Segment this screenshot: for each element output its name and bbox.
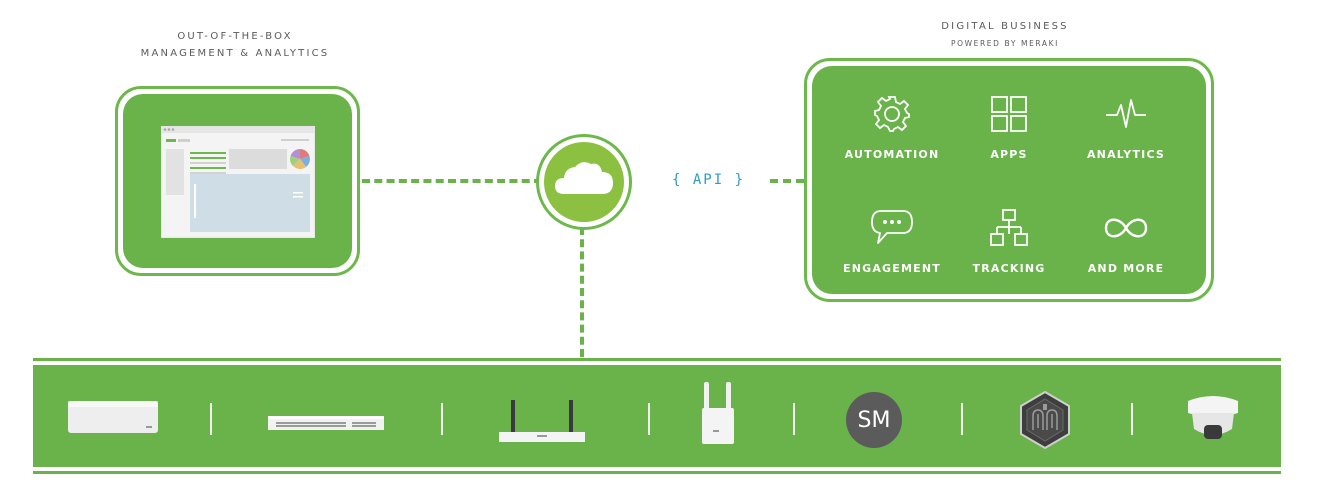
camera-icon — [1188, 396, 1238, 439]
connector-dashboard-cloud — [362, 179, 542, 183]
dashboard-panel — [115, 86, 360, 276]
device-separator — [1131, 403, 1133, 435]
device-separator — [648, 403, 650, 435]
connector-api-right — [770, 179, 804, 183]
dashboard-panel-fill — [123, 94, 352, 268]
org-chart-icon — [990, 209, 1028, 246]
systems-manager-label: SM — [857, 407, 891, 433]
device-separator — [441, 403, 443, 435]
apps-grid-icon — [991, 96, 1027, 132]
access-point-icon — [68, 401, 158, 433]
left-caption-line1: OUT-OF-THE-BOX — [177, 31, 293, 42]
right-caption: DIGITAL BUSINESS POWERED BY MERAKI — [890, 18, 1120, 52]
systems-manager-icon: SM — [846, 392, 902, 448]
device-separator — [793, 403, 795, 435]
device-separator — [961, 403, 963, 435]
meraki-cloud — [536, 134, 632, 230]
feature-analytics: ANALYTICS — [1066, 92, 1186, 161]
sensor-hexagon-icon — [1020, 390, 1070, 450]
feature-label: ANALYTICS — [1086, 148, 1166, 161]
cloud-icon — [555, 162, 613, 194]
connector-cloud-devices — [580, 227, 584, 357]
right-caption-line1: DIGITAL BUSINESS — [941, 21, 1069, 32]
feature-label: TRACKING — [972, 262, 1046, 275]
feature-label: ENGAGEMENT — [843, 262, 941, 275]
gear-icon — [874, 96, 910, 132]
feature-label: AND MORE — [1087, 262, 1165, 275]
feature-label: APPS — [990, 148, 1028, 161]
security-appliance-icon — [499, 400, 585, 442]
cellular-gateway-icon — [702, 382, 734, 444]
feature-apps: APPS — [949, 92, 1069, 161]
digital-business-panel: AUTOMATION APPS ANALYTICS — [804, 58, 1214, 302]
right-caption-line2: POWERED BY MERAKI — [951, 39, 1059, 48]
feature-and-more: AND MORE — [1066, 206, 1186, 275]
chat-bubble-icon — [871, 210, 913, 244]
left-caption: OUT-OF-THE-BOX MANAGEMENT & ANALYTICS — [130, 28, 340, 62]
api-label: { API } — [672, 172, 746, 188]
device-band-top-line — [33, 358, 1281, 361]
device-band — [33, 365, 1281, 467]
cloud-circle — [544, 142, 624, 222]
pulse-icon — [1106, 99, 1146, 128]
digital-business-panel-fill: AUTOMATION APPS ANALYTICS — [812, 66, 1206, 294]
feature-tracking: TRACKING — [949, 206, 1069, 275]
feature-automation: AUTOMATION — [832, 92, 952, 161]
infinity-icon — [1104, 218, 1148, 238]
feature-engagement: ENGAGEMENT — [832, 206, 952, 275]
left-caption-line2: MANAGEMENT & ANALYTICS — [140, 48, 330, 59]
switch-icon — [268, 416, 384, 430]
device-band-bottom-line — [33, 471, 1281, 474]
device-separator — [210, 403, 212, 435]
feature-label: AUTOMATION — [844, 148, 940, 161]
dashboard-screenshot-icon — [161, 126, 315, 238]
